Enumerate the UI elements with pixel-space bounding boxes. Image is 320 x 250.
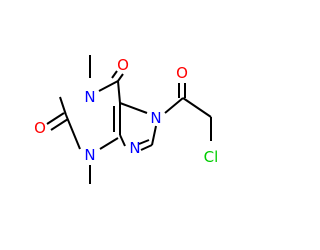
bond-c5-c6 <box>117 80 121 104</box>
atom-n7: N <box>150 109 161 127</box>
bond-n9-c4 <box>119 134 126 147</box>
atom-o-acyl: O <box>176 64 188 82</box>
bond-acyl-ch2 <box>182 97 212 118</box>
bond-n1-c2 <box>59 96 67 116</box>
atom-n9: N <box>129 139 140 157</box>
bond-n7-c8 <box>151 125 157 146</box>
chemical-structure-diagram: N N N N O O O Cl <box>34 55 218 184</box>
bond-c6-n1 <box>98 80 119 92</box>
bond-c8-n9-b <box>138 139 150 145</box>
atom-cl: Cl <box>204 148 219 166</box>
bond-c2-o2-a <box>50 118 69 131</box>
bond-c5-n7 <box>119 102 148 114</box>
bond-c6-o6-b <box>111 70 118 79</box>
bond-c8-n9-a <box>140 144 153 151</box>
bond-c2-o2-b <box>46 112 65 125</box>
atom-o2: O <box>34 119 46 137</box>
bond-c2-n3 <box>65 114 81 150</box>
atom-n1: N <box>84 88 95 106</box>
bond-n7-acyl <box>164 97 184 114</box>
atom-n3: N <box>84 146 95 164</box>
bond-c6-o6-a <box>117 73 124 82</box>
bond-n3-c4 <box>99 137 119 150</box>
bonds <box>46 55 212 184</box>
atom-o6: O <box>117 56 129 74</box>
atom-labels: N N N N O O O Cl <box>34 56 218 166</box>
